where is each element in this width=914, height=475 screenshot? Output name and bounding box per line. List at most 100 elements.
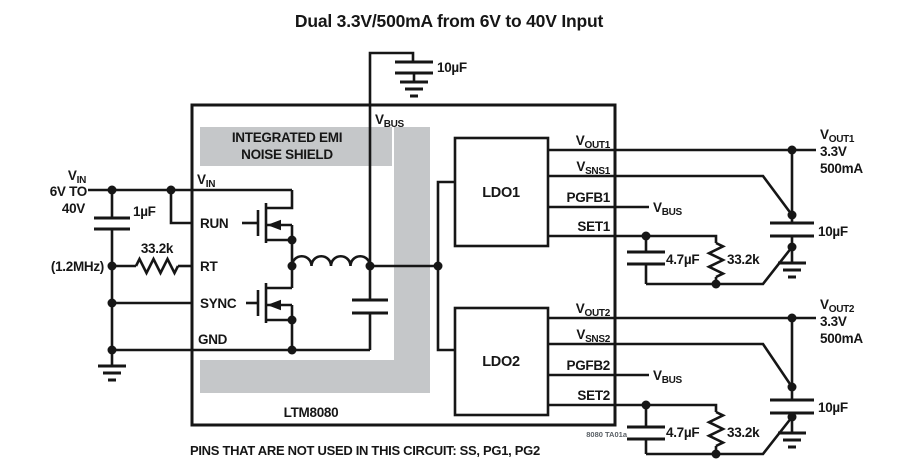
low-side-mosfet [246,283,292,323]
pin-label-vout2: VOUT2 [576,301,611,319]
ground-symbol [400,80,428,98]
pgfb1-net-label: VBUS [653,200,683,218]
set2-return-wire [646,416,794,456]
set1-resistor-value: 33.2k [727,252,760,267]
input-capacitor [94,216,130,231]
pin-label-vbus: VBUS [375,112,405,130]
ground-symbol [778,431,806,449]
pin-label-pgfb1: PGFB1 [566,190,610,205]
output1-network: VBUS 4.7µF 33.2k 10µF VOUT1 3.3V 500mA [548,127,864,289]
junction-dot [166,185,176,195]
pin-label-vsns1: VSNS1 [576,159,610,177]
set1-resistor [706,241,726,279]
sync-frequency-label: (1.2MHz) [51,259,104,274]
ldo1-label: LDO1 [482,185,520,201]
inductor [290,254,372,267]
junction-dot [107,261,117,271]
input-network: VIN 6V TO 40V 1µF 33.2k (1.2MHz) [50,168,292,382]
output2-network: VBUS 4.7µF 33.2k 10µF VOUT2 3.3V 500mA [548,297,864,459]
rt-resistor-value: 33.2k [141,241,174,256]
junction-dot [641,231,651,241]
shield-label-line2: NOISE SHIELD [241,147,333,162]
high-fet-drain-wire [266,190,294,210]
set2-capacitor [627,405,665,454]
set1-capacitor [627,236,665,284]
output1-current: 500mA [820,161,863,176]
pin-label-sync: SYNC [200,296,237,311]
footer: 8080 TA01a PINS THAT ARE NOT USED IN THI… [190,430,628,458]
junction-dot [787,210,797,220]
junction-dot [787,313,797,323]
output2-current: 500mA [820,331,863,346]
ground-symbol [98,364,126,382]
shield-label-line1: INTEGRATED EMI [232,130,342,145]
pin-label-pgfb2: PGFB2 [566,358,610,373]
shield-band-top [200,127,392,166]
mosfet-arrow [267,219,281,231]
pin-label-set2: SET2 [577,388,610,403]
junction-dot [287,261,297,271]
ldo1-block [453,136,550,248]
mosfet-arrow [267,299,281,311]
emi-noise-shield: INTEGRATED EMI NOISE SHIELD [200,127,430,393]
pin-label-set1: SET1 [577,219,610,234]
input-voltage-label: VIN [68,168,86,186]
vsns2-wire [548,342,794,388]
internal-capacitor [352,266,388,350]
module-part-number: LTM8080 [284,405,339,420]
vbus-decoupling-network: 10µF [368,51,467,266]
junction-dot [287,315,297,325]
junction-dot [433,261,443,271]
ltm8080-module: INTEGRATED EMI NOISE SHIELD LTM8080 VIN … [190,103,617,427]
junction-dot [787,242,797,252]
ground-symbol [778,261,806,279]
output2-cap-value: 10µF [818,400,848,415]
input-cap-value: 1µF [133,204,156,219]
junction-dot [787,145,797,155]
output2-voltage-label: VOUT2 [820,297,855,315]
output1-voltage: 3.3V [820,144,847,159]
set1-return-wire [646,246,794,286]
input-range-line1: 6V TO [50,184,87,199]
junction-dot [711,449,721,459]
junction-dot [787,382,797,392]
pin-label-run: RUN [200,216,228,231]
output1-cap-value: 10µF [818,224,848,239]
pin-label-vout1: VOUT1 [576,133,611,151]
set2-resistor [706,410,726,448]
vbus-capacitor [395,60,433,82]
vsns1-wire [548,174,794,216]
output2-voltage: 3.3V [820,314,847,329]
run-wire [169,190,192,225]
figure-reference: 8080 TA01a [586,430,628,439]
unused-pins-note: PINS THAT ARE NOT USED IN THIS CIRCUIT: … [190,443,540,458]
set2-wire [548,403,718,412]
shield-band-right [394,127,430,393]
set1-wire [548,234,718,243]
junction-dot [107,185,117,195]
output2-capacitor [770,387,814,433]
output1-voltage-label: VOUT1 [820,127,855,145]
junction-dot [711,279,721,289]
pin-label-vin: VIN [197,172,215,190]
vbus-cap-value: 10µF [437,60,467,75]
junction-dot [641,400,651,410]
set2-resistor-value: 33.2k [727,425,760,440]
junction-dot [107,345,117,355]
junction-dot [287,235,297,245]
pgfb2-net-label: VBUS [653,368,683,386]
output1-capacitor [770,215,814,263]
set2-cap-value: 4.7µF [666,425,699,440]
junction-dot [107,298,117,308]
schematic-title: Dual 3.3V/500mA from 6V to 40V Input [295,11,604,31]
shield-band-bottom [200,360,430,393]
internal-switching-stage [192,180,455,355]
pin-label-gnd: GND [198,332,228,347]
set1-cap-value: 4.7µF [666,252,699,267]
pin-label-vsns2: VSNS2 [576,327,610,345]
rt-resistor [134,256,180,276]
ldo2-label: LDO2 [482,354,520,370]
junction-dot [287,345,297,355]
ldo2-block [453,306,550,417]
